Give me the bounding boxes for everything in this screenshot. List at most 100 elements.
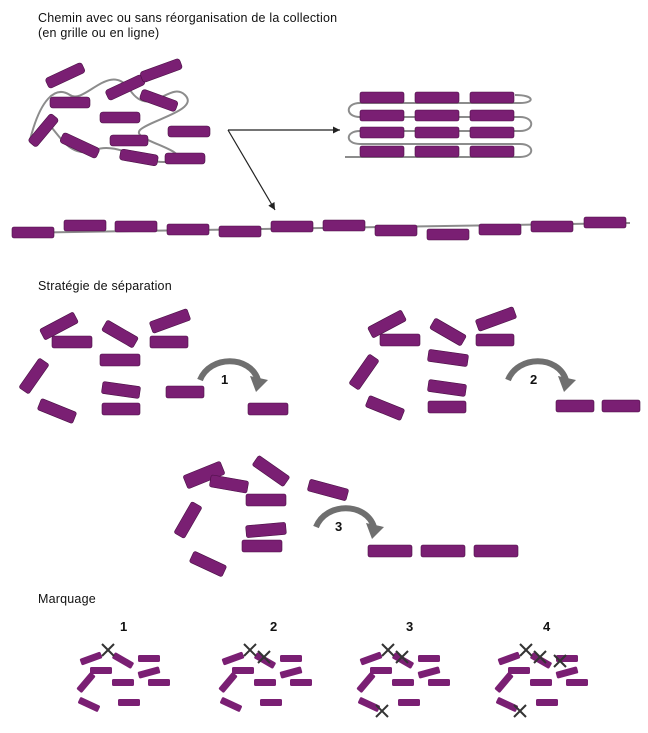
- line-piece: [12, 227, 54, 238]
- piece: [427, 379, 466, 396]
- grid-piece: [360, 110, 404, 121]
- marking-piece: [566, 679, 588, 686]
- piece: [427, 349, 468, 366]
- piece: [429, 318, 466, 346]
- line-piece: [479, 224, 521, 235]
- piece: [150, 336, 188, 348]
- marking-piece: [555, 666, 578, 678]
- marking-piece: [494, 672, 514, 693]
- separated-piece: [602, 400, 640, 412]
- marking-piece: [417, 666, 440, 678]
- piece: [174, 501, 202, 538]
- marking-cluster-2: [218, 644, 312, 712]
- marking-piece: [279, 666, 302, 678]
- piece: [166, 386, 204, 398]
- separated-piece: [474, 545, 518, 557]
- marking-piece: [530, 679, 552, 686]
- piece: [50, 97, 90, 108]
- curved-arrow-3: [316, 508, 374, 527]
- piece: [101, 320, 138, 348]
- curved-arrow-1: [200, 361, 258, 380]
- piece: [252, 455, 290, 487]
- marking-piece: [260, 699, 282, 706]
- marking-piece: [508, 667, 530, 674]
- marking-piece: [370, 667, 392, 674]
- line-piece: [531, 221, 573, 232]
- marking-cluster-1: [76, 644, 170, 712]
- piece: [365, 395, 405, 420]
- marking-piece: [418, 655, 440, 662]
- piece: [307, 479, 349, 501]
- marking-piece: [78, 697, 101, 713]
- piece: [349, 354, 379, 390]
- piece: [102, 403, 140, 415]
- marking-piece: [221, 651, 244, 665]
- marking-piece: [138, 655, 160, 662]
- marking-piece: [358, 697, 381, 713]
- piece: [246, 494, 286, 506]
- marking-piece: [536, 699, 558, 706]
- marking-piece: [530, 652, 553, 669]
- marking-piece: [497, 651, 520, 665]
- marking-piece: [254, 652, 277, 669]
- grid-arrangement-group: [345, 92, 531, 157]
- line-piece: [271, 221, 313, 232]
- marking-piece: [137, 666, 160, 678]
- marking-piece: [359, 651, 382, 665]
- marking-piece: [148, 679, 170, 686]
- marking-piece: [356, 672, 376, 693]
- line-piece: [115, 221, 157, 232]
- separated-piece: [368, 545, 412, 557]
- grid-piece: [470, 127, 514, 138]
- piece: [100, 354, 140, 366]
- grid-piece: [415, 146, 459, 157]
- piece: [165, 153, 205, 164]
- marking-piece: [232, 667, 254, 674]
- marking-piece: [118, 699, 140, 706]
- piece: [168, 126, 210, 137]
- separated-piece: [421, 545, 465, 557]
- piece: [52, 336, 92, 348]
- grid-piece: [415, 92, 459, 103]
- line-piece: [323, 220, 365, 231]
- marking-piece: [112, 652, 135, 669]
- separated-piece: [556, 400, 594, 412]
- line-piece: [375, 225, 417, 236]
- piece: [246, 522, 287, 537]
- marking-cluster-3: [356, 644, 450, 717]
- marking-piece: [428, 679, 450, 686]
- grid-piece: [360, 127, 404, 138]
- marking-piece: [76, 672, 96, 693]
- piece: [209, 475, 249, 493]
- curved-arrow-3-head: [366, 523, 384, 539]
- separated-piece: [248, 403, 288, 415]
- line-piece: [167, 224, 209, 235]
- grid-piece: [470, 110, 514, 121]
- grid-piece: [470, 92, 514, 103]
- grid-piece: [360, 146, 404, 157]
- marking-piece: [220, 697, 243, 713]
- piece: [140, 58, 183, 83]
- piece: [380, 334, 420, 346]
- marking-piece: [392, 679, 414, 686]
- piece: [100, 112, 140, 123]
- marking-piece: [79, 651, 102, 665]
- line-piece: [584, 217, 626, 228]
- marking-piece: [398, 699, 420, 706]
- separation-cluster-1: [19, 309, 288, 424]
- marking-groups: [76, 644, 588, 717]
- piece: [105, 74, 146, 101]
- piece: [37, 398, 77, 423]
- separation-cluster-2: [349, 307, 640, 421]
- piece: [45, 62, 86, 89]
- marking-piece: [290, 679, 312, 686]
- marking-piece: [280, 655, 302, 662]
- curved-arrow-2: [508, 361, 566, 380]
- grid-piece: [470, 146, 514, 157]
- piece: [101, 381, 140, 398]
- arrow-to-line: [228, 130, 275, 210]
- curved-arrow-1-head: [250, 376, 268, 392]
- grid-piece: [415, 110, 459, 121]
- piece: [242, 540, 282, 552]
